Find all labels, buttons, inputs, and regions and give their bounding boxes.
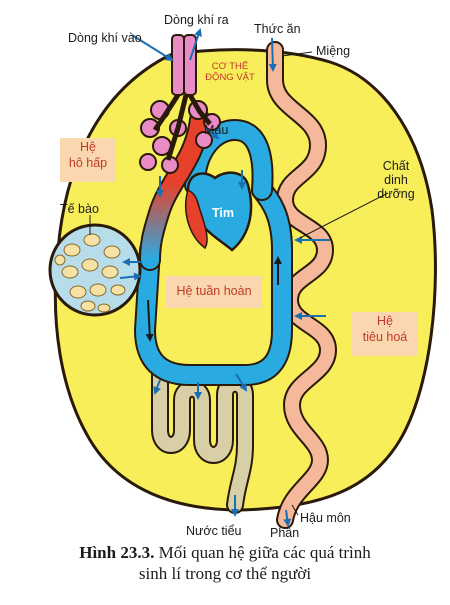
nutrients-line3: dưỡng <box>377 186 415 201</box>
figure-number: Hình 23.3. <box>79 543 155 562</box>
body-title: CƠ THỂ ĐỘNG VẬT <box>200 61 260 84</box>
blood-label: Máu <box>204 123 229 137</box>
heart <box>186 171 253 252</box>
food-label: Thức ăn <box>254 22 301 36</box>
digestive-system-box: Hệ tiêu hoá <box>352 312 418 356</box>
caption-text-line1: Mối quan hệ giữa các quá trình <box>158 543 371 562</box>
figure-caption: Hình 23.3. Mối quan hệ giữa các quá trìn… <box>0 542 450 585</box>
anus-label: Hậu môn <box>300 511 351 525</box>
cell-magnifier <box>48 223 142 317</box>
circulatory-system-box: Hệ tuần hoàn <box>166 276 262 308</box>
nutrients-label: Chất dinh dưỡng <box>372 159 420 201</box>
heart-label: Tim <box>212 206 234 220</box>
caption-line1: Hình 23.3. Mối quan hệ giữa các quá trìn… <box>0 542 450 563</box>
nutrients-line2: dinh <box>384 172 408 187</box>
respiratory-system-box: Hệ hô hấp <box>60 138 116 182</box>
body-title-line1: CƠ THỂ <box>211 61 249 72</box>
digestive-line1: Hệ <box>377 314 393 328</box>
physiology-diagram: Dòng khí vào Dòng khí ra Thức ăn Miệng C… <box>48 13 437 540</box>
respiratory-line2: hô hấp <box>68 155 108 170</box>
air-in-label: Dòng khí vào <box>68 31 142 45</box>
lungs <box>139 34 221 174</box>
digestive-line2: tiêu hoá <box>362 329 408 344</box>
body-title-line2: ĐỘNG VẬT <box>205 71 255 83</box>
caption-text-line2: sinh lí trong cơ thể người <box>138 564 312 584</box>
mouth-label: Miệng <box>316 44 351 58</box>
respiratory-line1: Hệ <box>80 140 96 154</box>
air-out-label: Dòng khí ra <box>164 13 229 27</box>
urine-label: Nước tiểu <box>186 524 242 538</box>
feces-label: Phân <box>270 526 300 540</box>
circulatory-label: Hệ tuần hoàn <box>176 284 252 298</box>
nutrients-line1: Chất <box>382 159 410 173</box>
cell-label: Tế bào <box>60 202 99 216</box>
